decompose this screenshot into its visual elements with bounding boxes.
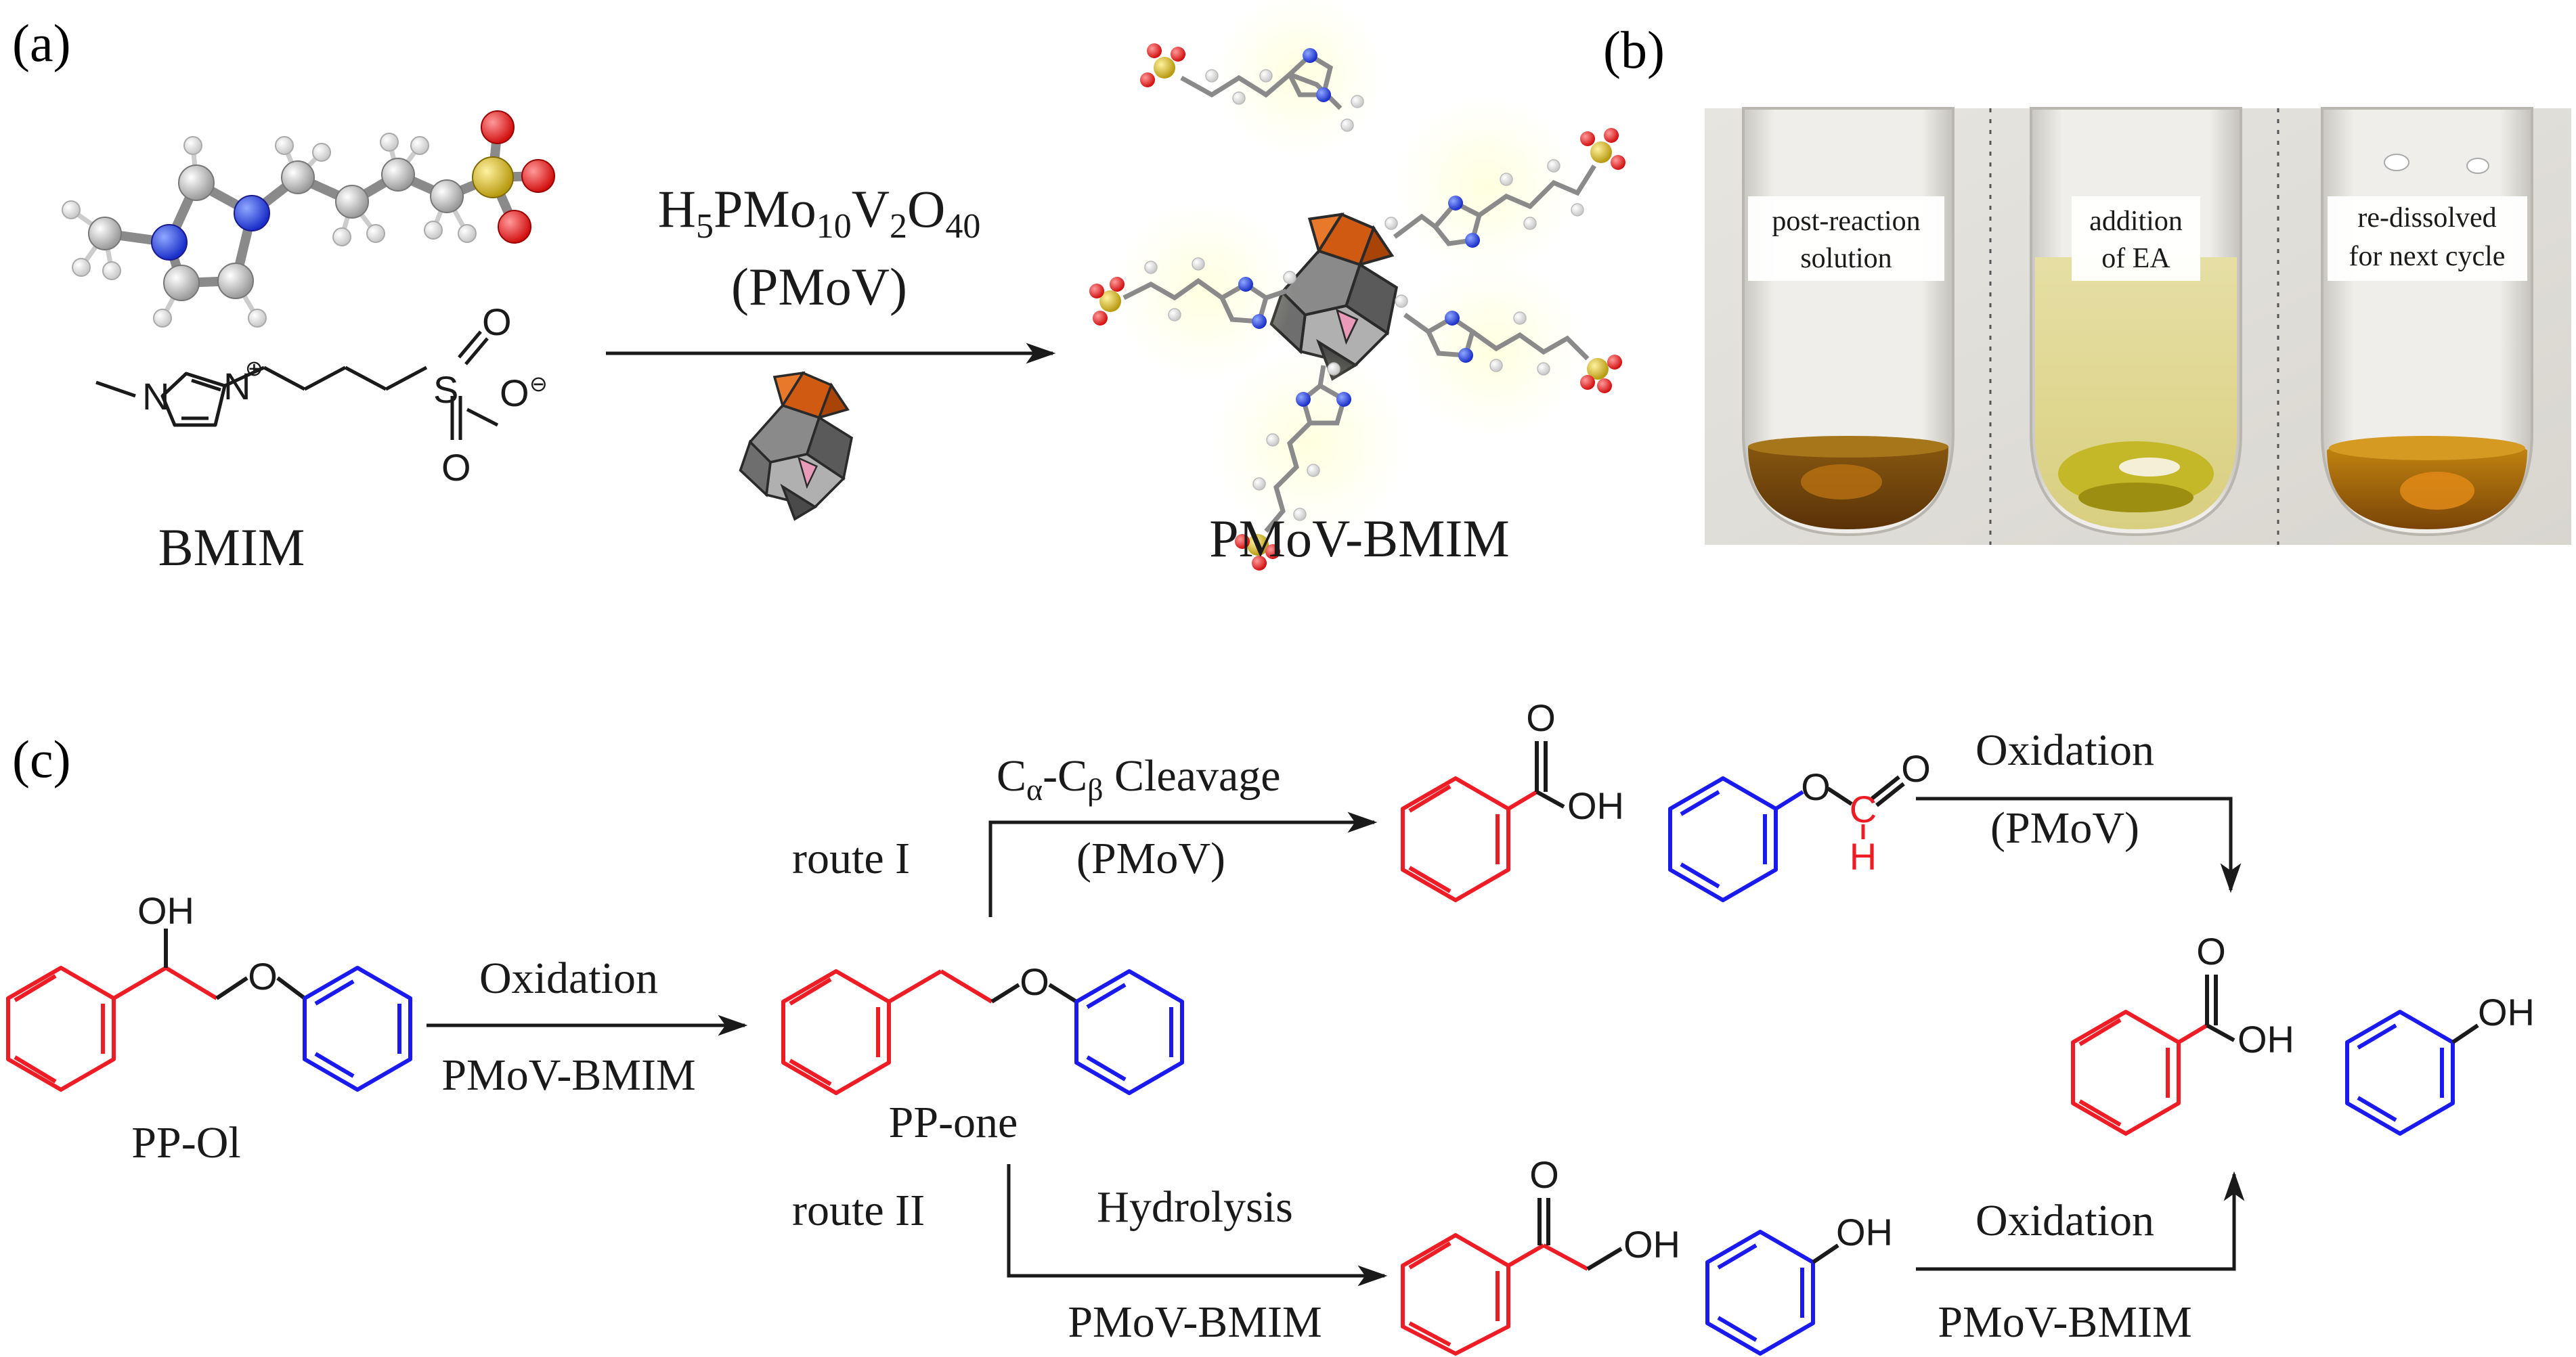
oxidation-1-arrow bbox=[1916, 797, 2242, 893]
bmim-sulfur: S bbox=[433, 368, 458, 411]
tube-1-label-line-2: solution bbox=[1800, 243, 1892, 274]
recycling-photo: post-reaction solution addition of EA re… bbox=[1705, 107, 2571, 545]
route-1-arrow bbox=[988, 811, 1378, 917]
route-1-bottom-label: (PMoV) bbox=[1076, 834, 1225, 883]
panel-label-b: (b) bbox=[1603, 20, 1665, 79]
benzoic-oh: OH bbox=[1567, 784, 1624, 827]
formate-ether-o: O bbox=[1801, 765, 1831, 808]
route-1-label: route I bbox=[792, 834, 910, 883]
bmim-minus-charge: ⊖ bbox=[529, 372, 548, 396]
benzoic-carbonyl-o: O bbox=[1526, 696, 1556, 739]
formula-O: O bbox=[907, 179, 945, 238]
ketol-carbonyl-o: O bbox=[1529, 1153, 1559, 1196]
formula-H: H bbox=[658, 179, 696, 238]
route-1-top-label: Cα-Cβ Cleavage bbox=[997, 751, 1281, 807]
panel-label-c: (c) bbox=[12, 730, 71, 788]
pp-ol-oh: OH bbox=[137, 889, 194, 932]
tube-2-label-line-1: addition bbox=[2089, 206, 2183, 237]
pp-ol-ether-o: O bbox=[248, 955, 278, 998]
pp-one-label: PP-one bbox=[889, 1098, 1018, 1147]
pp-ol-structure: OH O bbox=[6, 889, 412, 1092]
hydroxyacetophenone-structure: O OH bbox=[1401, 1153, 1680, 1356]
oxidation-1-bottom-label: (PMoV) bbox=[1990, 803, 2139, 853]
phenol-structure: OH bbox=[1705, 1211, 1893, 1356]
route-2-label: route II bbox=[792, 1186, 925, 1235]
bmim-arm-1 bbox=[1140, 0, 1381, 156]
benzoic-acid-structure: O OH bbox=[1401, 696, 1624, 902]
bmim-arm-4 bbox=[1395, 261, 1622, 437]
pmov-bmim-label: PMoV-BMIM bbox=[1209, 509, 1510, 568]
formula-sub-10: 10 bbox=[816, 207, 852, 246]
tube-2-label-line-2: of EA bbox=[2101, 243, 2170, 274]
route1-cleavage: Cleavage bbox=[1104, 751, 1281, 801]
bmim-arm-2 bbox=[1384, 98, 1625, 274]
final-benzoic-carbonyl-o: O bbox=[2196, 930, 2226, 973]
final-benzoic-oh: OH bbox=[2237, 1018, 2294, 1061]
formate-carbon: C bbox=[1850, 788, 1877, 830]
route1-beta: β bbox=[1087, 772, 1103, 807]
bmim-arm-5 bbox=[1215, 349, 1405, 571]
formate-hydrogen: H bbox=[1850, 835, 1877, 878]
route-2-arrow bbox=[1007, 1164, 1388, 1287]
test-tube-1 bbox=[1742, 107, 1955, 537]
bmim-oxygen-top: O bbox=[482, 301, 512, 343]
oxidation-2-arrow bbox=[1916, 1171, 2245, 1271]
final-phenol-structure: OH bbox=[2345, 991, 2535, 1136]
reagent-abbrev: (PMoV) bbox=[731, 257, 907, 316]
formula-sub-2: 2 bbox=[890, 207, 907, 246]
formate-carbonyl-o: O bbox=[1901, 747, 1931, 790]
pp-one-structure: O bbox=[781, 960, 1184, 1095]
bmim-skeletal-structure: N N ⊕ S O O O ⊖ bbox=[95, 301, 548, 489]
formula-PMo: PMo bbox=[714, 179, 816, 238]
step1-top-label: Oxidation bbox=[479, 954, 658, 1003]
oxidation-2-bottom-label: PMoV-BMIM bbox=[1938, 1297, 2191, 1347]
pmov-bmim-product-model bbox=[1089, 0, 1625, 571]
final-benzoic-acid-structure: O OH bbox=[2071, 930, 2294, 1136]
bmim-label: BMIM bbox=[158, 518, 305, 577]
bmim-n-methyl: N bbox=[142, 375, 169, 418]
pp-one-ether-o: O bbox=[1020, 960, 1049, 1003]
bmim-arm-3 bbox=[1089, 203, 1296, 379]
formula-sub-40: 40 bbox=[945, 207, 980, 246]
formula-V: V bbox=[852, 179, 890, 238]
formula-sub-5: 5 bbox=[696, 207, 714, 246]
bmim-oxygen-right: O bbox=[500, 372, 529, 414]
route1-mid: -C bbox=[1043, 751, 1087, 801]
tube-3-label-line-1: re-dissolved bbox=[2357, 202, 2496, 233]
oxidation-2-top-label: Oxidation bbox=[1975, 1196, 2154, 1245]
tube-1-label-line-1: post-reaction bbox=[1772, 206, 1920, 237]
reagent-formula: H5PMo10V2O40 bbox=[658, 179, 981, 246]
final-phenol-oh: OH bbox=[2478, 991, 2535, 1033]
route1-c-alpha: C bbox=[997, 751, 1026, 801]
bmim-oxygen-bottom: O bbox=[441, 446, 471, 489]
polyoxometalate-cluster-icon bbox=[739, 372, 853, 520]
route-2-top-label: Hydrolysis bbox=[1097, 1182, 1293, 1232]
panel-label-a: (a) bbox=[12, 14, 71, 72]
pp-ol-label: PP-Ol bbox=[131, 1118, 240, 1167]
bmim-n-plus: N bbox=[223, 365, 250, 407]
bmim-ball-and-stick-model bbox=[62, 110, 555, 328]
tube-3-label-line-2: for next cycle bbox=[2349, 241, 2506, 272]
ketol-oh: OH bbox=[1623, 1223, 1680, 1266]
test-tube-2 bbox=[2030, 107, 2242, 537]
test-tube-3 bbox=[2321, 107, 2533, 537]
step1-bottom-label: PMoV-BMIM bbox=[441, 1050, 695, 1100]
oxidation-1-top-label: Oxidation bbox=[1975, 726, 2154, 775]
bmim-plus-charge: ⊕ bbox=[245, 356, 263, 380]
phenol-oh: OH bbox=[1836, 1211, 1893, 1253]
route-2-bottom-label: PMoV-BMIM bbox=[1068, 1297, 1322, 1347]
route1-alpha: α bbox=[1026, 772, 1043, 807]
phenyl-formate-structure: O C O H bbox=[1668, 747, 1931, 902]
